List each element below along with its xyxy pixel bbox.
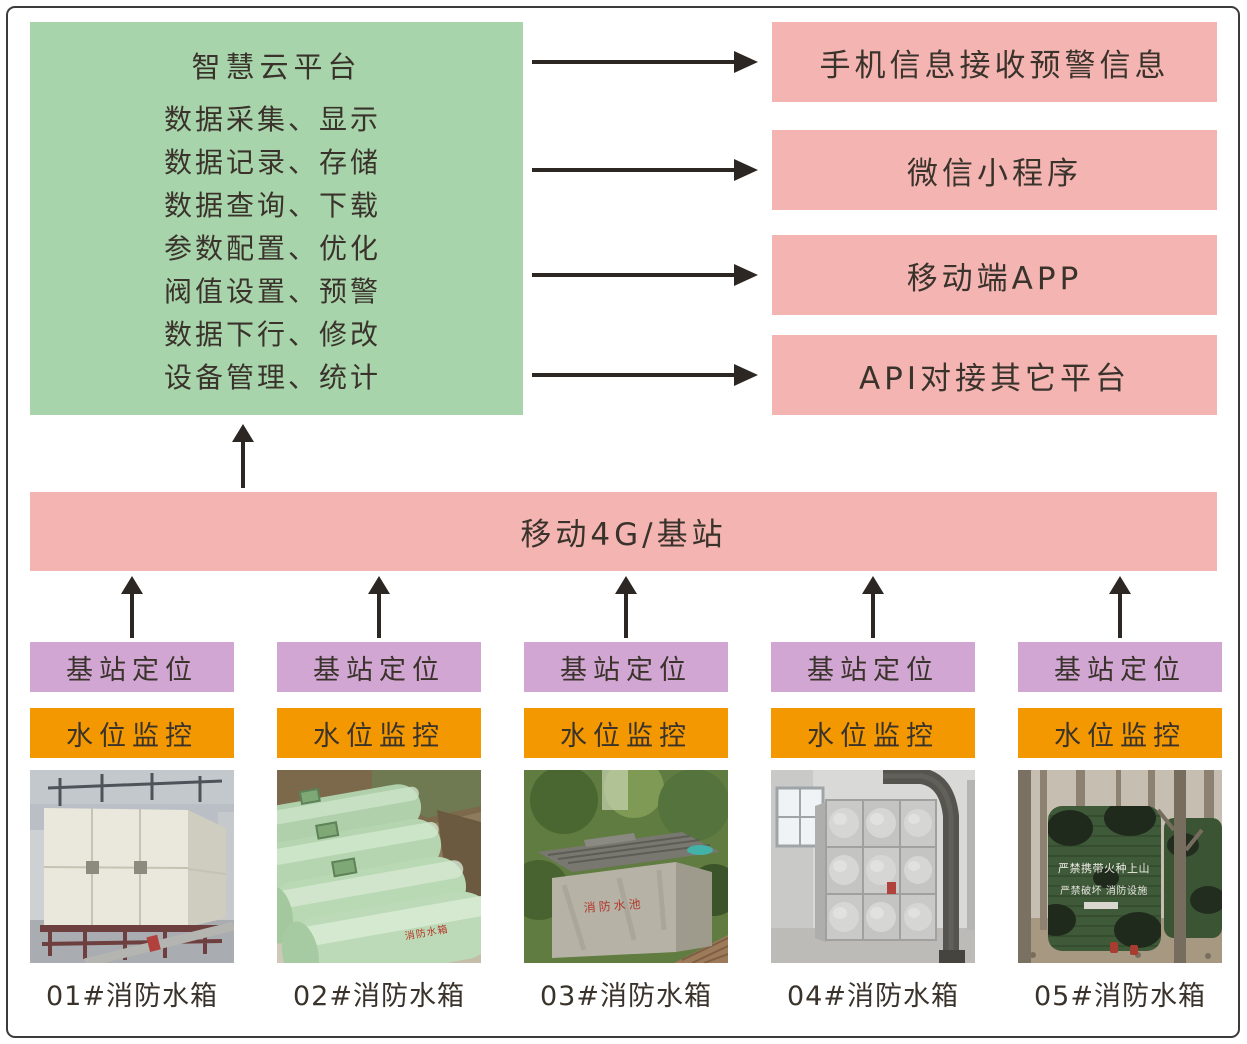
output-label: 手机信息接收预警信息 bbox=[819, 47, 1170, 84]
positioning-box: 基站定位 bbox=[1018, 642, 1222, 692]
arrow-up-icon bbox=[368, 576, 390, 638]
positioning-label: 基站定位 bbox=[66, 654, 198, 686]
output-label: 移动端APP bbox=[906, 260, 1083, 297]
tank-photo-01 bbox=[30, 770, 234, 963]
monitoring-box: 水位监控 bbox=[524, 708, 728, 758]
output-label: API对接其它平台 bbox=[858, 360, 1131, 397]
monitoring-label: 水位监控 bbox=[66, 720, 198, 752]
platform-feature: 设备管理、统计 bbox=[164, 361, 382, 394]
station-label: 03#消防水箱 bbox=[540, 981, 712, 1012]
platform-feature: 数据下行、修改 bbox=[164, 318, 382, 351]
tank-photo-05: 严禁携带火种上山 严禁破坏 消防设施 bbox=[1018, 770, 1222, 963]
station-label: 04#消防水箱 bbox=[787, 981, 959, 1012]
positioning-label: 基站定位 bbox=[1054, 654, 1186, 686]
output-label: 微信小程序 bbox=[907, 155, 1082, 192]
station-column-01: 基站定位 水位监控 01#消防水箱 bbox=[30, 576, 234, 1042]
positioning-label: 基站定位 bbox=[807, 654, 939, 686]
platform-title: 智慧云平台 bbox=[191, 50, 362, 84]
station-column-03: 基站定位 水位监控 消防水池 0 bbox=[524, 576, 728, 1042]
station-column-05: 基站定位 水位监控 bbox=[1018, 576, 1222, 1042]
network-bar: 移动4G/基站 bbox=[30, 492, 1217, 571]
arrow-right-icon bbox=[532, 364, 758, 386]
station-column-02: 基站定位 水位监控 bbox=[277, 576, 481, 1042]
platform-feature: 数据采集、显示 bbox=[164, 103, 382, 136]
platform-feature: 阀值设置、预警 bbox=[164, 275, 382, 308]
output-box-api: API对接其它平台 bbox=[772, 335, 1217, 415]
network-label: 移动4G/基站 bbox=[520, 517, 727, 553]
monitoring-box: 水位监控 bbox=[1018, 708, 1222, 758]
arrow-up-icon bbox=[615, 576, 637, 638]
positioning-label: 基站定位 bbox=[560, 654, 692, 686]
arrow-up-icon bbox=[862, 576, 884, 638]
tank-photo-04 bbox=[771, 770, 975, 963]
station-label: 01#消防水箱 bbox=[46, 981, 218, 1012]
positioning-box: 基站定位 bbox=[524, 642, 728, 692]
station-label: 02#消防水箱 bbox=[293, 981, 465, 1012]
cloud-platform-box: 智慧云平台 数据采集、显示 数据记录、存储 数据查询、下载 参数配置、优化 阀值… bbox=[30, 22, 523, 415]
monitoring-label: 水位监控 bbox=[807, 720, 939, 752]
photo-white-text-1: 严禁携带火种上山 bbox=[1058, 861, 1150, 875]
arrow-up-icon bbox=[121, 576, 143, 638]
monitoring-label: 水位监控 bbox=[313, 720, 445, 752]
platform-feature: 参数配置、优化 bbox=[164, 232, 382, 265]
output-box-sms: 手机信息接收预警信息 bbox=[772, 22, 1217, 102]
arrow-up-icon bbox=[232, 424, 254, 488]
arrow-right-icon bbox=[532, 264, 758, 286]
positioning-box: 基站定位 bbox=[771, 642, 975, 692]
tank-photo-03: 消防水池 bbox=[524, 770, 728, 963]
station-column-04: 基站定位 水位监控 bbox=[771, 576, 975, 1042]
arrow-up-icon bbox=[1109, 576, 1131, 638]
outer-border bbox=[6, 6, 1240, 1038]
station-label: 05#消防水箱 bbox=[1034, 981, 1206, 1012]
output-box-app: 移动端APP bbox=[772, 235, 1217, 315]
positioning-box: 基站定位 bbox=[30, 642, 234, 692]
photo-white-text-2: 严禁破坏 消防设施 bbox=[1060, 884, 1148, 897]
arrow-right-icon bbox=[532, 159, 758, 181]
platform-feature: 数据记录、存储 bbox=[164, 146, 382, 179]
monitoring-label: 水位监控 bbox=[1054, 720, 1186, 752]
positioning-box: 基站定位 bbox=[277, 642, 481, 692]
monitoring-box: 水位监控 bbox=[277, 708, 481, 758]
output-box-wechat: 微信小程序 bbox=[772, 130, 1217, 210]
monitoring-box: 水位监控 bbox=[771, 708, 975, 758]
platform-feature-list: 数据采集、显示 数据记录、存储 数据查询、下载 参数配置、优化 阀值设置、预警 … bbox=[164, 98, 523, 399]
monitoring-box: 水位监控 bbox=[30, 708, 234, 758]
platform-feature: 数据查询、下载 bbox=[164, 189, 382, 222]
monitoring-label: 水位监控 bbox=[560, 720, 692, 752]
tank-photo-02: 消防水箱 bbox=[277, 770, 481, 963]
positioning-label: 基站定位 bbox=[313, 654, 445, 686]
photo-red-text: 消防水池 bbox=[583, 896, 644, 915]
arrow-right-icon bbox=[532, 51, 758, 73]
